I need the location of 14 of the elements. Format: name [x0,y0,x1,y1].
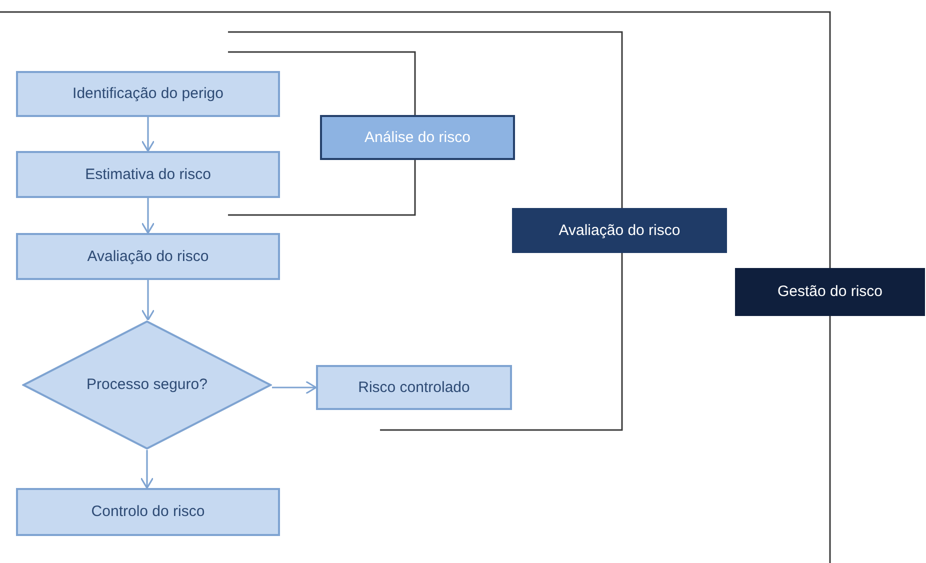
stage-label-box: Análise do risco [320,115,515,160]
arrow [272,380,317,394]
process-box: Identificação do perigo [16,71,280,117]
arrow [141,117,155,152]
arrow [140,450,154,489]
arrow [141,198,155,234]
decision-diamond: Processo seguro? [22,320,272,450]
stage-label-box: Avaliação do risco [512,208,727,253]
arrow [141,280,155,321]
process-box: Risco controlado [316,365,512,410]
process-box: Controlo do risco [16,488,280,536]
process-box: Estimativa do risco [16,151,280,198]
process-box: Avaliação do risco [16,233,280,280]
stage-label-box: Gestão do risco [735,268,925,316]
